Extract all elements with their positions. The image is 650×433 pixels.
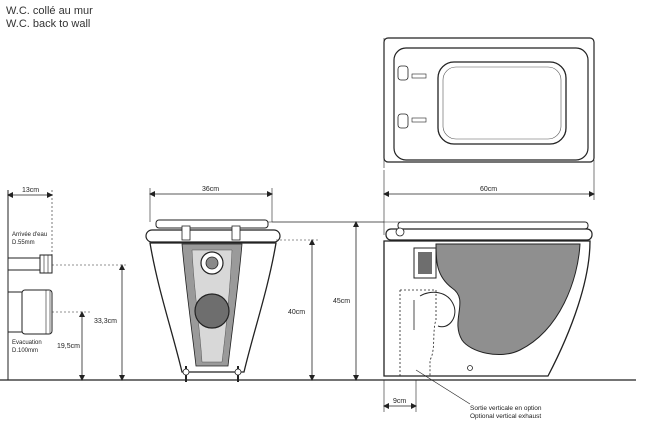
- front-outlet-circle: [194, 293, 230, 329]
- dim-depth-label: 60cm: [480, 186, 497, 193]
- dim-seat-height-label: 45cm: [333, 298, 350, 305]
- side-lid: [397, 221, 589, 230]
- vertical-exhaust-option: [399, 289, 437, 376]
- front-lid: [155, 219, 269, 229]
- title-french: W.C. collé au mur: [6, 5, 93, 17]
- water-inlet-collar: [39, 254, 53, 274]
- dim-inlet-height-label: 33,3cm: [94, 318, 117, 325]
- dim-bowl-height-label: 40cm: [288, 309, 305, 316]
- side-view: 60cm 9cm Sortie verticale en o: [383, 170, 595, 420]
- side-seat: [385, 228, 593, 241]
- dim-front-width-label: 36cm: [202, 186, 219, 193]
- water-inlet-label: Arrivée d'eau: [12, 232, 47, 238]
- title-english: W.C. back to wall: [6, 18, 91, 30]
- water-inlet-size: D.55mm: [12, 240, 35, 246]
- dim-wall-offset-label: 13cm: [22, 187, 39, 194]
- dim-outlet-height-label: 19,5cm: [57, 343, 80, 350]
- top-view: [383, 37, 595, 200]
- front-seat: [145, 229, 281, 243]
- wall-pipes-view: 13cm Arrivée d'eau D.55mm Evacuation D.1…: [7, 187, 128, 381]
- vertical-exhaust-note-fr: Sortie verticale en option: [470, 405, 542, 412]
- front-view: 36cm 40cm: [145, 186, 400, 382]
- dim-vertical-exhaust-label: 9cm: [393, 398, 406, 405]
- note-leader-line: [415, 369, 471, 405]
- side-bowl-interior: [435, 243, 581, 356]
- evacuation-size: D.100mm: [12, 348, 38, 354]
- vertical-exhaust-note-en: Optional vertical exhaust: [470, 413, 541, 420]
- evacuation-collar: [21, 289, 53, 335]
- evacuation-label: Evacuation: [12, 340, 42, 346]
